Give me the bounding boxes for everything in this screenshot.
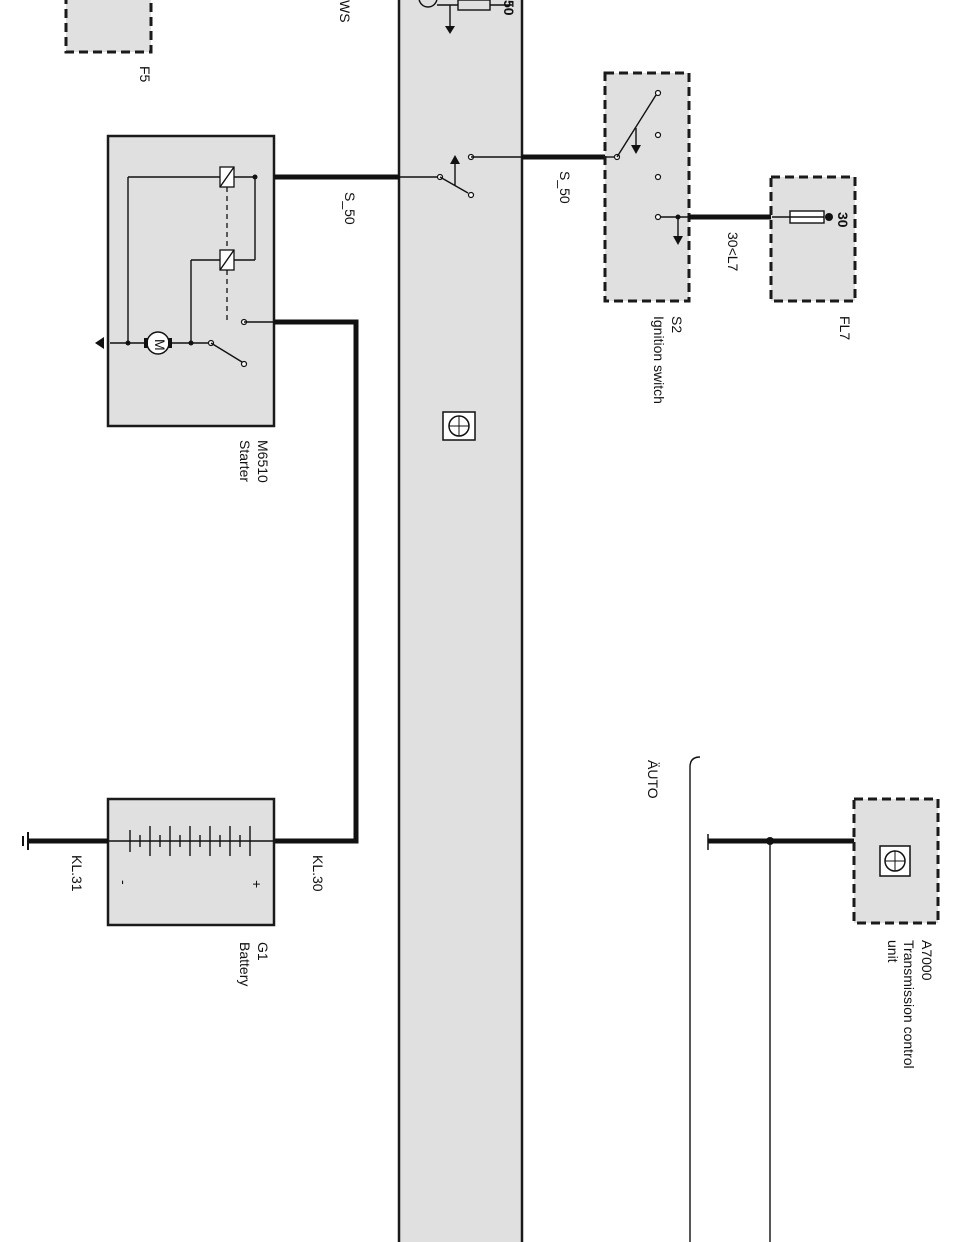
tcu-bmw-logo-icon (879, 845, 911, 877)
battery-minus: - (116, 880, 132, 885)
wire-30-l7-label: 30<L7 (725, 232, 741, 272)
battery-cells-icon (108, 826, 274, 856)
starter-name: Starter (237, 440, 253, 482)
wire-s50-right-label: S_50 (557, 171, 573, 204)
battery-name: Battery (237, 942, 253, 986)
tcu-name-line2: unit (885, 940, 901, 963)
ignition-switch-box (603, 71, 691, 303)
ignition-switch-id: S2 (669, 316, 685, 333)
ews-partial-label: WS (337, 0, 353, 23)
battery-id: G1 (255, 942, 271, 961)
tcu-name-line1: Transmission control (901, 940, 917, 1069)
tcu-id: A7000 (919, 940, 935, 981)
fl7-id: FL7 (837, 316, 853, 340)
ignition-switch-contacts (606, 89, 689, 245)
fuse-icon (772, 210, 833, 224)
ews-module-bus (397, 0, 524, 1242)
auto-bracket (689, 756, 701, 1242)
auto-label: ÄUTO (645, 760, 661, 799)
fl7-pin-30: 30 (835, 212, 851, 228)
fl7-box (769, 175, 857, 303)
wire-tcu (707, 834, 855, 1242)
ews-output-stage: 50 (418, 0, 517, 34)
ews-starter-relay-contact (399, 153, 522, 199)
ignition-switch-name: Ignition switch (651, 316, 667, 404)
battery-box (106, 797, 276, 927)
ground-icon (22, 832, 29, 850)
wire-kl30-label: KL.30 (310, 855, 326, 892)
starter-internals: M (95, 166, 274, 368)
battery-plus: + (249, 880, 265, 888)
motor-symbol: M (152, 339, 168, 351)
bmw-logo-icon (442, 411, 476, 441)
wire-s50-left-label: S_50 (342, 192, 358, 225)
wire-kl31-label: KL.31 (69, 855, 85, 892)
f5-label: F5 (137, 66, 153, 83)
f5-box (64, 0, 153, 54)
ews-pin-50: 50 (501, 0, 517, 16)
wire-kl30 (274, 319, 359, 844)
starter-id: M6510 (255, 440, 271, 483)
